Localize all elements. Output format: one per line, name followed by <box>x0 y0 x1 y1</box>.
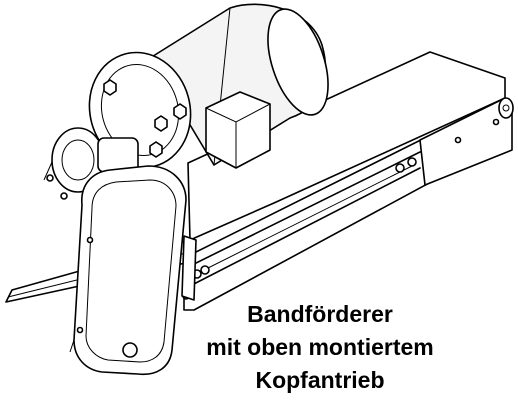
flange-bolt <box>173 103 187 120</box>
rail-bolt <box>492 118 500 126</box>
rail-slot-bottom <box>189 167 421 287</box>
belt-guard-cover <box>73 165 187 376</box>
rail-bolt <box>454 136 462 144</box>
gearbox-shaft <box>43 161 53 181</box>
flange-bolt <box>154 115 168 132</box>
belt-guard-edge <box>69 339 75 353</box>
belt-guard-screw <box>76 326 84 334</box>
rail-slot-top <box>185 151 421 269</box>
motor-end-cap <box>267 8 329 116</box>
gearbox-plug <box>60 192 68 200</box>
rail-bolt <box>200 265 210 275</box>
head-plate-edge <box>419 139 426 186</box>
flange-bolt <box>103 79 117 96</box>
terminal-box <box>205 91 271 169</box>
caption-line-3: Kopfantrieb <box>255 367 385 393</box>
head-pulley <box>498 97 514 119</box>
head-pulley-hub <box>502 104 510 112</box>
belt-guard-screw <box>86 236 94 244</box>
gearbox <box>43 127 139 200</box>
rail-slot-inner <box>199 165 413 273</box>
flange-bolt <box>149 141 163 158</box>
gearbox-plug <box>46 174 54 182</box>
figure-caption: Bandförderer mit oben montiertem Kopfant… <box>155 298 485 397</box>
caption-line-1: Bandförderer <box>247 301 393 327</box>
guard-bracket <box>181 235 197 301</box>
caption-line-2: mit oben montiertem <box>206 334 434 360</box>
gearbox-ring <box>61 139 95 181</box>
belt-guard <box>69 165 197 376</box>
belt-guard-hole <box>122 342 138 358</box>
belt-guard-rim <box>85 179 177 363</box>
rail-bolt <box>407 157 417 167</box>
rail-bolt <box>395 163 405 173</box>
